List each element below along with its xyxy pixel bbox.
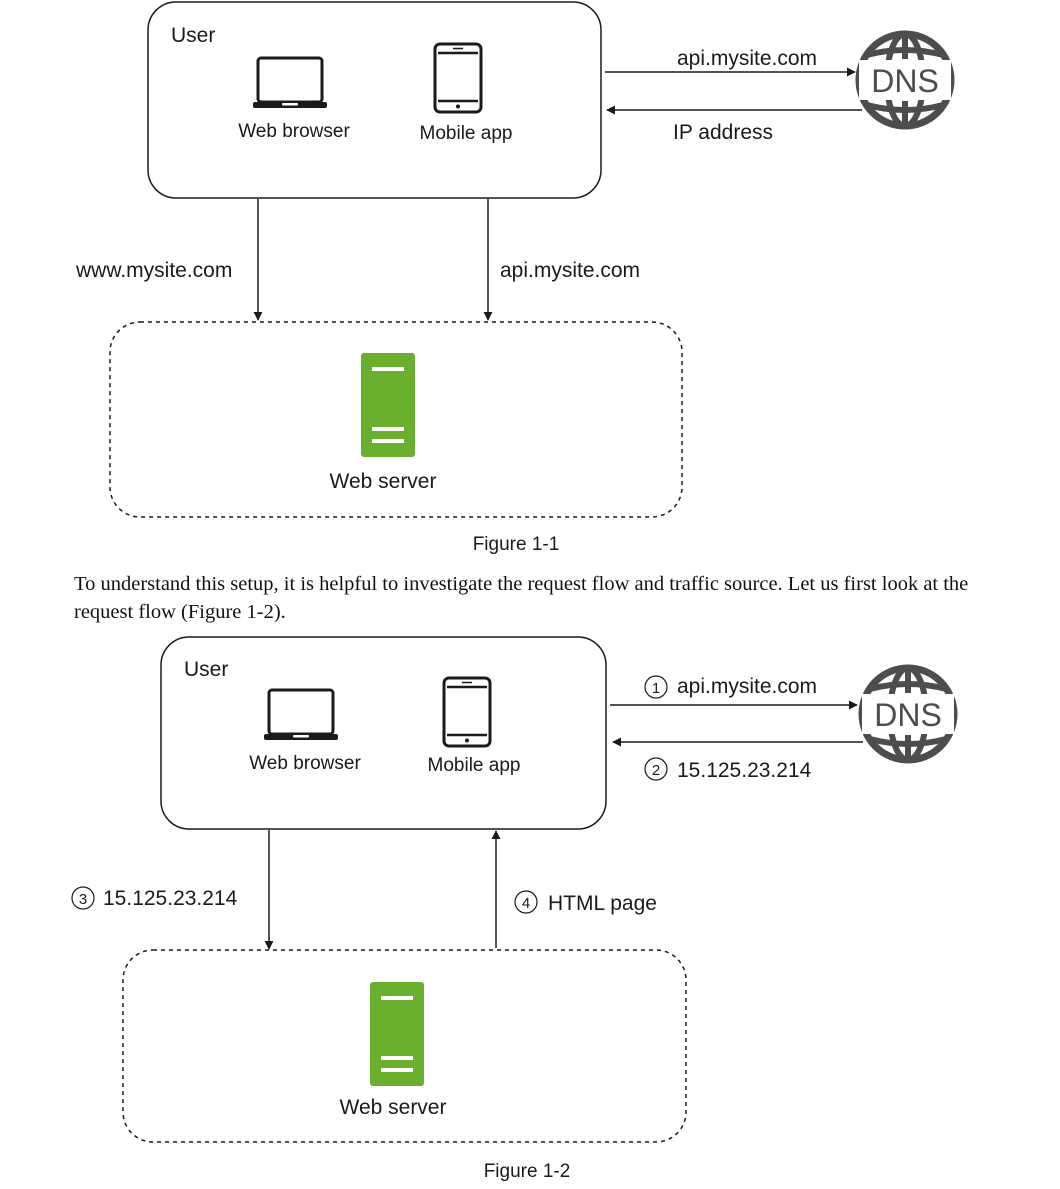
step-4-label: HTML page <box>548 892 657 915</box>
laptop-icon <box>251 56 329 110</box>
server-label: Web server <box>340 1096 447 1119</box>
phone-icon <box>433 42 483 114</box>
response-from-dns-label: IP address <box>673 121 773 144</box>
step-3-badge <box>71 886 95 910</box>
step-3-label: 15.125.23.214 <box>103 887 238 910</box>
figure-1-1: User Web browser Mobile app DNS api.mysi… <box>75 1 951 555</box>
mobile-app-label: Mobile app <box>420 123 513 144</box>
dns-label: DNS <box>874 697 942 733</box>
server-icon <box>370 982 424 1086</box>
figure-caption: Figure 1-2 <box>484 1161 571 1182</box>
step-1-badge <box>644 675 668 699</box>
server-box <box>109 321 683 518</box>
figure-1-2: User Web browser Mobile app DNS 1 api.my… <box>71 636 954 1182</box>
step-1-label: api.mysite.com <box>677 675 817 698</box>
step-2-badge <box>644 757 668 781</box>
dns-globe-icon: DNS <box>862 668 954 760</box>
server-label: Web server <box>330 470 437 493</box>
mobile-app-label: Mobile app <box>428 755 521 776</box>
step-4-number: 4 <box>522 895 530 912</box>
dns-label: DNS <box>871 63 939 99</box>
step-2-label: 15.125.23.214 <box>677 759 812 782</box>
server-box <box>122 949 687 1143</box>
body-paragraph: To understand this setup, it is helpful … <box>74 573 969 623</box>
user-box <box>147 1 602 199</box>
web-browser-label: Web browser <box>249 753 361 774</box>
user-box <box>160 636 607 830</box>
user-label: User <box>171 24 215 47</box>
step-1-number: 1 <box>652 680 660 697</box>
step-3-number: 3 <box>79 891 87 908</box>
web-browser-label: Web browser <box>238 121 350 142</box>
dns-globe-icon: DNS <box>859 34 951 126</box>
user-label: User <box>184 658 228 681</box>
figure-caption: Figure 1-1 <box>473 534 560 555</box>
server-icon <box>361 353 415 457</box>
step-4-badge <box>514 890 538 914</box>
request-to-dns-label: api.mysite.com <box>677 47 817 70</box>
step-2-number: 2 <box>652 762 660 779</box>
laptop-icon <box>262 688 340 742</box>
phone-icon <box>442 676 492 748</box>
web-request-label: www.mysite.com <box>75 259 232 282</box>
api-request-label: api.mysite.com <box>500 259 640 282</box>
